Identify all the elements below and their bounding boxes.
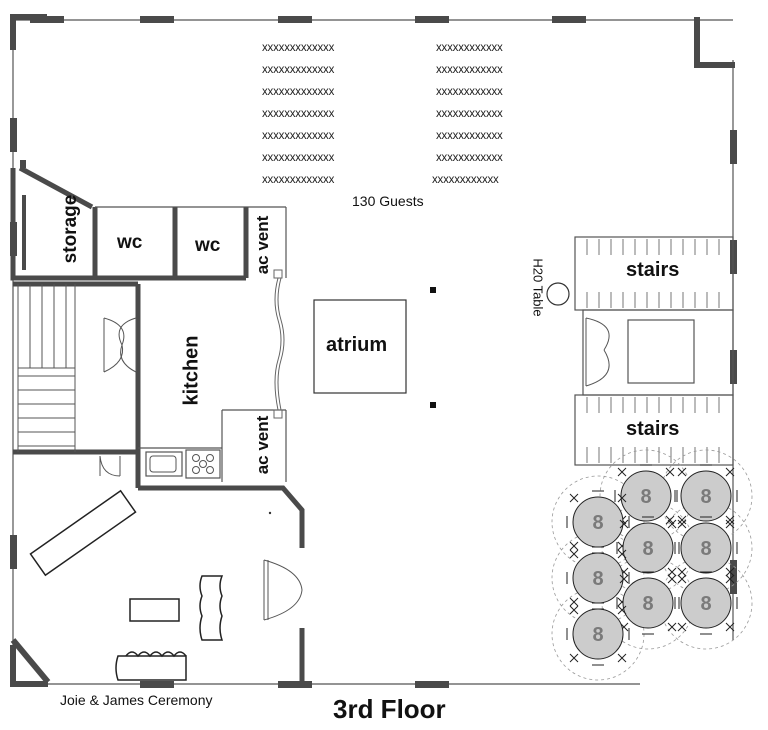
room-label-kitchen: kitchen bbox=[180, 335, 203, 406]
room-label-storage: storage bbox=[60, 194, 81, 264]
floor-title: 3rd Floor bbox=[333, 694, 446, 724]
seat-row: xxxxxxxxxxxxx bbox=[262, 42, 335, 54]
seat-row: xxxxxxxxxxxxx bbox=[262, 174, 335, 186]
chair-mark bbox=[667, 519, 677, 529]
chair-mark bbox=[725, 567, 735, 577]
interior-walls bbox=[10, 168, 305, 684]
room-label-atrium: atrium bbox=[326, 334, 388, 356]
kitchen-fixtures bbox=[149, 454, 214, 474]
room-label-ac-vent: ac vent bbox=[253, 215, 272, 275]
chair-mark bbox=[569, 597, 579, 607]
chair-mark bbox=[617, 493, 627, 503]
chair-mark bbox=[725, 467, 735, 477]
table-number: 8 bbox=[700, 593, 711, 615]
atrium-box bbox=[313, 299, 407, 394]
chair-mark bbox=[677, 567, 687, 577]
chair-mark bbox=[725, 622, 735, 632]
chair-mark bbox=[569, 653, 579, 663]
chair-mark bbox=[617, 653, 627, 663]
seat-row: xxxxxxxxxxxx bbox=[436, 108, 503, 120]
chair-mark bbox=[569, 493, 579, 503]
room-label-wc: wc bbox=[117, 232, 143, 253]
pillar-bottom bbox=[430, 402, 436, 408]
seat-row: xxxxxxxxxxxx bbox=[436, 130, 503, 142]
right-stairs bbox=[574, 236, 734, 466]
chair-mark bbox=[619, 519, 629, 529]
seat-row: xxxxxxxxxxxx bbox=[432, 174, 499, 186]
chair-mark bbox=[677, 622, 687, 632]
chair-mark bbox=[667, 567, 677, 577]
table-number: 8 bbox=[700, 486, 711, 508]
ceremony-label: Joie & James Ceremony bbox=[60, 692, 213, 708]
chair-mark bbox=[569, 549, 579, 559]
chair-mark bbox=[617, 467, 627, 477]
pillar-top bbox=[430, 287, 436, 293]
chair-mark bbox=[677, 467, 687, 477]
seat-row: xxxxxxxxxxxx bbox=[436, 42, 503, 54]
seat-row: xxxxxxxxxxxxx bbox=[262, 130, 335, 142]
table-number: 8 bbox=[592, 568, 603, 590]
chair-mark bbox=[617, 549, 627, 559]
round-table bbox=[620, 470, 672, 522]
chair-mark bbox=[667, 574, 677, 584]
round-table bbox=[622, 577, 674, 629]
guest-count-label: 130 Guests bbox=[352, 193, 424, 209]
round-tables: 8 8 8 8 8 8 8 8 8 bbox=[551, 449, 753, 681]
round-table bbox=[680, 522, 732, 574]
stair-treads bbox=[586, 239, 720, 463]
room-label-wc: wc bbox=[195, 235, 221, 256]
storage-shelf bbox=[18, 160, 94, 270]
round-table bbox=[680, 470, 732, 522]
seat-row: xxxxxxxxxxxx bbox=[436, 86, 503, 98]
chair-mark bbox=[619, 574, 629, 584]
round-table bbox=[572, 608, 624, 660]
interior-thin bbox=[95, 206, 287, 482]
seat-row: xxxxxxxxxxxxx bbox=[262, 108, 335, 120]
chair-mark bbox=[677, 515, 687, 525]
table-number: 8 bbox=[592, 624, 603, 646]
ac-pipe bbox=[273, 269, 285, 419]
table-number: 8 bbox=[592, 512, 603, 534]
table-number: 8 bbox=[642, 538, 653, 560]
room-label-stairs: stairs bbox=[626, 259, 680, 281]
chair-mark bbox=[725, 574, 735, 584]
ceremony-furniture bbox=[29, 489, 224, 681]
seat-row: xxxxxxxxxxxxx bbox=[262, 152, 335, 164]
water-table-label: H20 Table bbox=[530, 258, 546, 317]
doors bbox=[99, 317, 610, 621]
chair-mark bbox=[677, 574, 687, 584]
corners bbox=[10, 14, 735, 687]
chair-mark bbox=[569, 605, 579, 615]
seat-row: xxxxxxxxxxxxx bbox=[262, 86, 335, 98]
seat-row: xxxxxxxxxxxx bbox=[436, 64, 503, 76]
chair-mark bbox=[725, 515, 735, 525]
chair-mark bbox=[677, 519, 687, 529]
table-number: 8 bbox=[642, 593, 653, 615]
seat-row: xxxxxxxxxxxxx bbox=[262, 64, 335, 76]
chair-mark bbox=[569, 541, 579, 551]
chair-mark bbox=[667, 622, 677, 632]
left-stairs bbox=[17, 284, 76, 452]
table-number: 8 bbox=[700, 538, 711, 560]
room-label-ac-vent: ac vent bbox=[253, 415, 272, 475]
water-table-icon bbox=[546, 282, 570, 306]
round-table bbox=[680, 577, 732, 629]
seat-row: xxxxxxxxxxxx bbox=[436, 152, 503, 164]
dot bbox=[268, 511, 272, 515]
chair-mark bbox=[617, 605, 627, 615]
chair-mark bbox=[665, 467, 675, 477]
round-table bbox=[622, 522, 674, 574]
room-label-stairs: stairs bbox=[626, 418, 680, 440]
chair-mark bbox=[725, 519, 735, 529]
table-number: 8 bbox=[640, 486, 651, 508]
